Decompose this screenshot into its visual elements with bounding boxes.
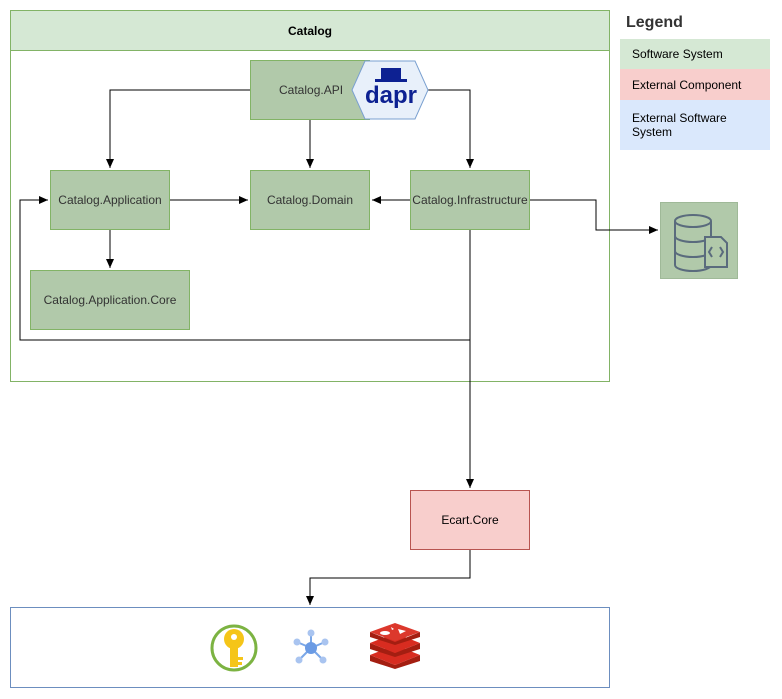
service-bus-icon [293, 629, 329, 664]
legend-label: External Software System [632, 111, 727, 139]
legend-item-external-software-system: External Software System [620, 100, 770, 150]
edge-infrastructure-database [530, 199, 658, 234]
catalog-api-node[interactable]: Catalog.API [250, 60, 370, 120]
key-vault-icon [210, 624, 258, 672]
legend-title: Legend [626, 14, 683, 31]
redis-icon [370, 623, 420, 669]
edge-api-application [106, 89, 250, 168]
catalog-infrastructure-label: Catalog.Infrastructure [412, 193, 528, 207]
legend-item-external-component: External Component [620, 69, 770, 100]
edge-ecart-services [306, 550, 471, 605]
redis-node[interactable] [368, 623, 422, 669]
database-node[interactable] [660, 202, 738, 279]
service-bus-node[interactable] [291, 628, 331, 668]
dapr-text: dapr [365, 82, 417, 109]
catalog-application-label: Catalog.Application [58, 193, 162, 207]
key-vault-node[interactable] [209, 623, 259, 673]
catalog-application-core-label: Catalog.Application.Core [43, 293, 177, 307]
catalog-application-core-node[interactable]: Catalog.Application.Core [30, 270, 190, 330]
catalog-api-label: Catalog.API [279, 83, 344, 97]
edge-infrastructure-application [19, 196, 471, 341]
dapr-icon: dapr [351, 60, 429, 120]
legend-item-software-system: Software System [620, 39, 770, 69]
catalog-domain-node[interactable]: Catalog.Domain [250, 170, 370, 230]
legend-label: Software System [632, 47, 723, 61]
catalog-domain-label: Catalog.Domain [266, 193, 354, 207]
dapr-badge: dapr [343, 60, 429, 120]
edge-api-infrastructure [428, 89, 474, 168]
ecart-core-label: Ecart.Core [441, 513, 499, 527]
catalog-application-node[interactable]: Catalog.Application [50, 170, 170, 230]
catalog-infrastructure-node[interactable]: Catalog.Infrastructure [410, 170, 530, 230]
catalog-title: Catalog [10, 10, 610, 51]
ecart-core-node[interactable]: Ecart.Core [410, 490, 530, 550]
legend-label: External Component [632, 77, 742, 92]
database-document-icon [674, 214, 728, 272]
